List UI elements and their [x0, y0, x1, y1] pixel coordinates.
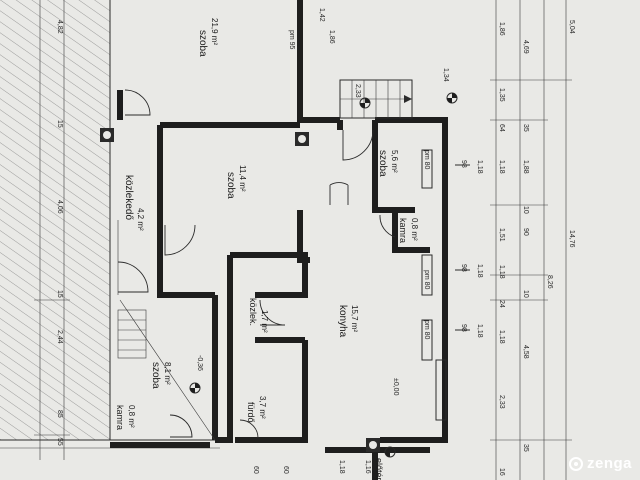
room-szoba-left-name: szoba	[150, 362, 161, 389]
dim-ls-1: 1,16	[364, 460, 371, 474]
room-kamra-right-name: kamra	[398, 218, 408, 243]
dim-br-1: 1,35	[498, 88, 505, 102]
dim-ls-3: 60	[282, 466, 289, 474]
dim-ww-1: 98	[460, 264, 467, 272]
dim-br-2: 64	[498, 124, 505, 132]
sill-pm95: pm 95	[288, 30, 295, 50]
dim-ts-1: 1,86	[328, 30, 335, 44]
brand-name: zenga	[586, 455, 632, 472]
dim-ww-2: 98	[460, 324, 467, 332]
dim-ls-2: 60	[252, 466, 259, 474]
room-kamra-left-area: 0,8 m²	[127, 405, 136, 428]
dim-lc-1: 4,06	[56, 200, 63, 214]
dim-br-12: 35	[522, 444, 529, 452]
room-szoba-top-area: 21,9 m²	[210, 18, 219, 45]
dim-br-4: 1,18	[498, 160, 505, 174]
dim-lc-0: 4,82	[56, 20, 63, 34]
dim-ts-2: 2,33	[354, 84, 361, 98]
dim-br-3: 35	[522, 124, 529, 132]
room-szoba-small-area: 5,6 m²	[390, 150, 399, 173]
dim-lc-2: 15	[56, 290, 63, 298]
level-texts: -0,36 ±0,00 pm 95 pm 80 pm 80 pm 80	[196, 30, 430, 396]
dim-br2-1: 1,88	[522, 160, 529, 174]
dim-ls-0: 1,18	[338, 460, 345, 474]
dim-br2-2: 10	[522, 290, 529, 298]
dim-wh-2: 1,18	[476, 324, 483, 338]
flue-symbols	[100, 128, 380, 452]
dim-br3-1: 14,76	[568, 230, 575, 248]
room-szoba-mid-area: 11,4 m²	[238, 165, 247, 192]
room-konyha-area: 15,7 m²	[350, 305, 359, 332]
door-swings	[117, 89, 396, 439]
dim-lc-3: 2,44	[56, 330, 63, 344]
room-kozlek-name: közlek.	[248, 298, 258, 326]
room-kamra-right-area: 0,8 m²	[410, 218, 419, 241]
room-szoba-left-area: 8,1 m²	[163, 362, 172, 385]
level-neg: -0,36	[196, 355, 203, 371]
dim-ww-0: 98	[460, 160, 467, 168]
window-marks	[117, 149, 470, 441]
dim-br3-2: 8,26	[546, 275, 553, 289]
dimension-numbers: 1,86 1,35 64 35 1,18 10 1,51 90 1,18 24 …	[56, 8, 575, 476]
room-labels: szoba 21,9 m² szoba 11,4 m² közlekedő 4,…	[115, 18, 419, 480]
room-szoba-small-name: szoba	[377, 150, 388, 177]
walls	[110, 0, 448, 480]
dim-wh-0: 1,18	[476, 160, 483, 174]
dim-br3-3: 4,58	[522, 345, 529, 359]
room-kozlekedo-area: 4,2 m²	[136, 208, 145, 231]
level-zero: ±0,00	[392, 378, 399, 396]
room-szoba-mid-name: szoba	[225, 172, 236, 199]
dim-ts-3: 1,34	[442, 68, 449, 82]
sill-pm80-c: pm 80	[423, 150, 430, 170]
dim-br-7: 90	[522, 228, 529, 236]
dim-br-8: 1,18	[498, 265, 505, 279]
sill-pm80-a: pm 80	[423, 270, 430, 290]
dim-lc-6: 55	[56, 438, 63, 446]
dim-br-10: 1,18	[498, 330, 505, 344]
dim-ts-0: 1,42	[318, 8, 325, 22]
dim-br3-0: 5,04	[568, 20, 575, 34]
dim-lc-4: 15	[56, 120, 63, 128]
level-marker-icons	[189, 92, 458, 458]
room-kozlek-area: 1,7 m²	[260, 310, 269, 333]
room-szoba-top-name: szoba	[197, 30, 208, 57]
room-furdo-area: 3,7 m²	[258, 396, 267, 419]
hatched-terrace	[0, 0, 220, 449]
dim-br-0: 1,86	[498, 22, 505, 36]
dim-br-9: 24	[498, 300, 505, 308]
dim-br-13: 16	[498, 468, 505, 476]
dim-wh-1: 1,18	[476, 264, 483, 278]
staircase	[339, 79, 413, 119]
logo-mark-icon	[568, 456, 583, 471]
dim-br-11: 2,33	[498, 395, 505, 409]
dim-br-5: 10	[522, 206, 529, 214]
dim-br2-0: 4,69	[522, 40, 529, 54]
sill-pm80-b: pm 80	[423, 320, 430, 340]
dim-lc-5: 85	[56, 410, 63, 418]
room-elo-name: előtér	[374, 458, 384, 480]
room-furdo-name: fürdő	[246, 402, 256, 423]
room-kamra-left-name: kamra	[115, 405, 125, 430]
room-konyha-name: konyha	[337, 305, 348, 338]
brand-logo: zenga	[568, 455, 632, 472]
room-kozlekedo-name: közlekedő	[123, 175, 134, 220]
dim-br-6: 1,51	[498, 228, 505, 242]
dimension-lines	[34, 0, 572, 480]
